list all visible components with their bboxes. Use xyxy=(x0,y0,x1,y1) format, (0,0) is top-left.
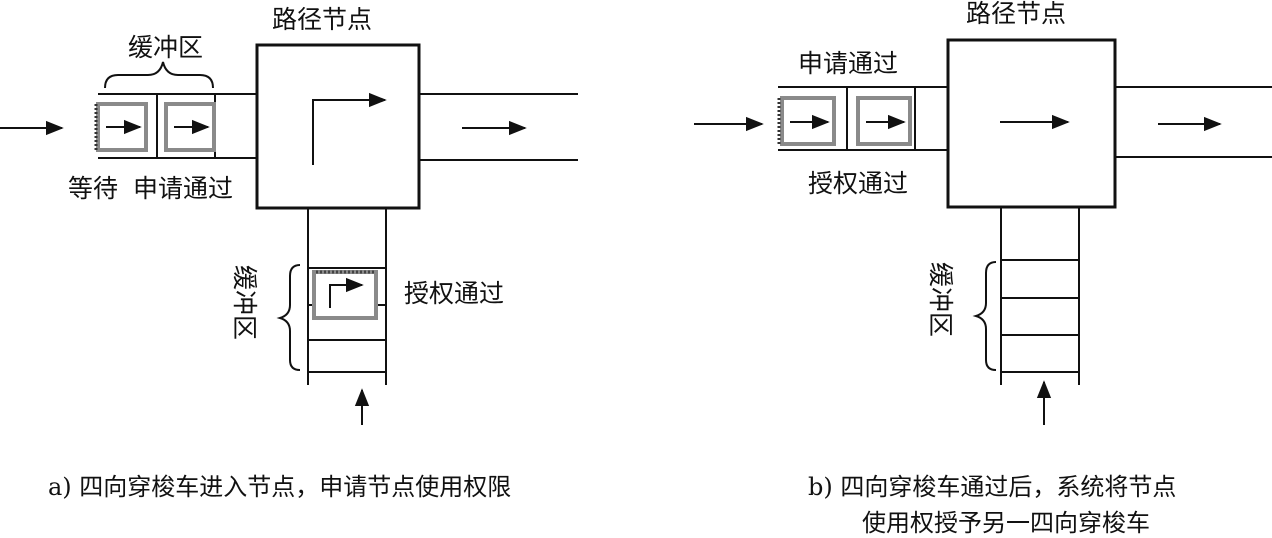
caption-b-line2: 使用权授予另一四向穿梭车 xyxy=(862,509,1150,537)
caption-b-line1: b) 四向穿梭车通过后，系统将节点 xyxy=(808,473,1176,501)
buffer-brace-side-a xyxy=(276,264,301,371)
buffer-label-top-a: 缓冲区 xyxy=(128,33,203,62)
caption-a: a) 四向穿梭车进入节点，申请节点使用权限 xyxy=(48,473,511,501)
diagram-a: 路径节点 缓冲区 等待 申请通过 xyxy=(0,5,578,501)
turn-arrow-a xyxy=(312,92,387,165)
grant-label-a: 授权通过 xyxy=(404,279,504,308)
buffer-label-side-a: 缓冲区 xyxy=(230,265,259,340)
request-label-a: 申请通过 xyxy=(133,174,233,203)
request-label-b: 申请通过 xyxy=(798,49,898,78)
shuttle-car-2-b xyxy=(856,96,912,146)
shuttle-car-requesting-a xyxy=(164,102,216,152)
diagram-b: 路径节点 申请通过 授权通过 xyxy=(694,0,1272,537)
path-node-label-b: 路径节点 xyxy=(966,0,1066,28)
buffer-dividers-bottom-b xyxy=(1001,259,1079,373)
buffer-label-side-b: 缓冲区 xyxy=(926,262,955,337)
wait-label-a: 等待 xyxy=(68,174,118,203)
grant-label-b: 授权通过 xyxy=(808,169,908,198)
buffer-brace-top-a xyxy=(104,61,214,89)
shuttle-car-granted-a xyxy=(312,270,378,320)
shuttle-car-1-b xyxy=(777,96,836,146)
buffer-brace-side-b xyxy=(972,261,997,371)
path-node-box-a xyxy=(255,43,421,210)
path-node-box-b xyxy=(946,38,1117,209)
buffer-dividers-left-b xyxy=(846,87,916,150)
shuttle-car-waiting-a xyxy=(94,102,148,152)
path-node-label-a: 路径节点 xyxy=(272,5,372,34)
